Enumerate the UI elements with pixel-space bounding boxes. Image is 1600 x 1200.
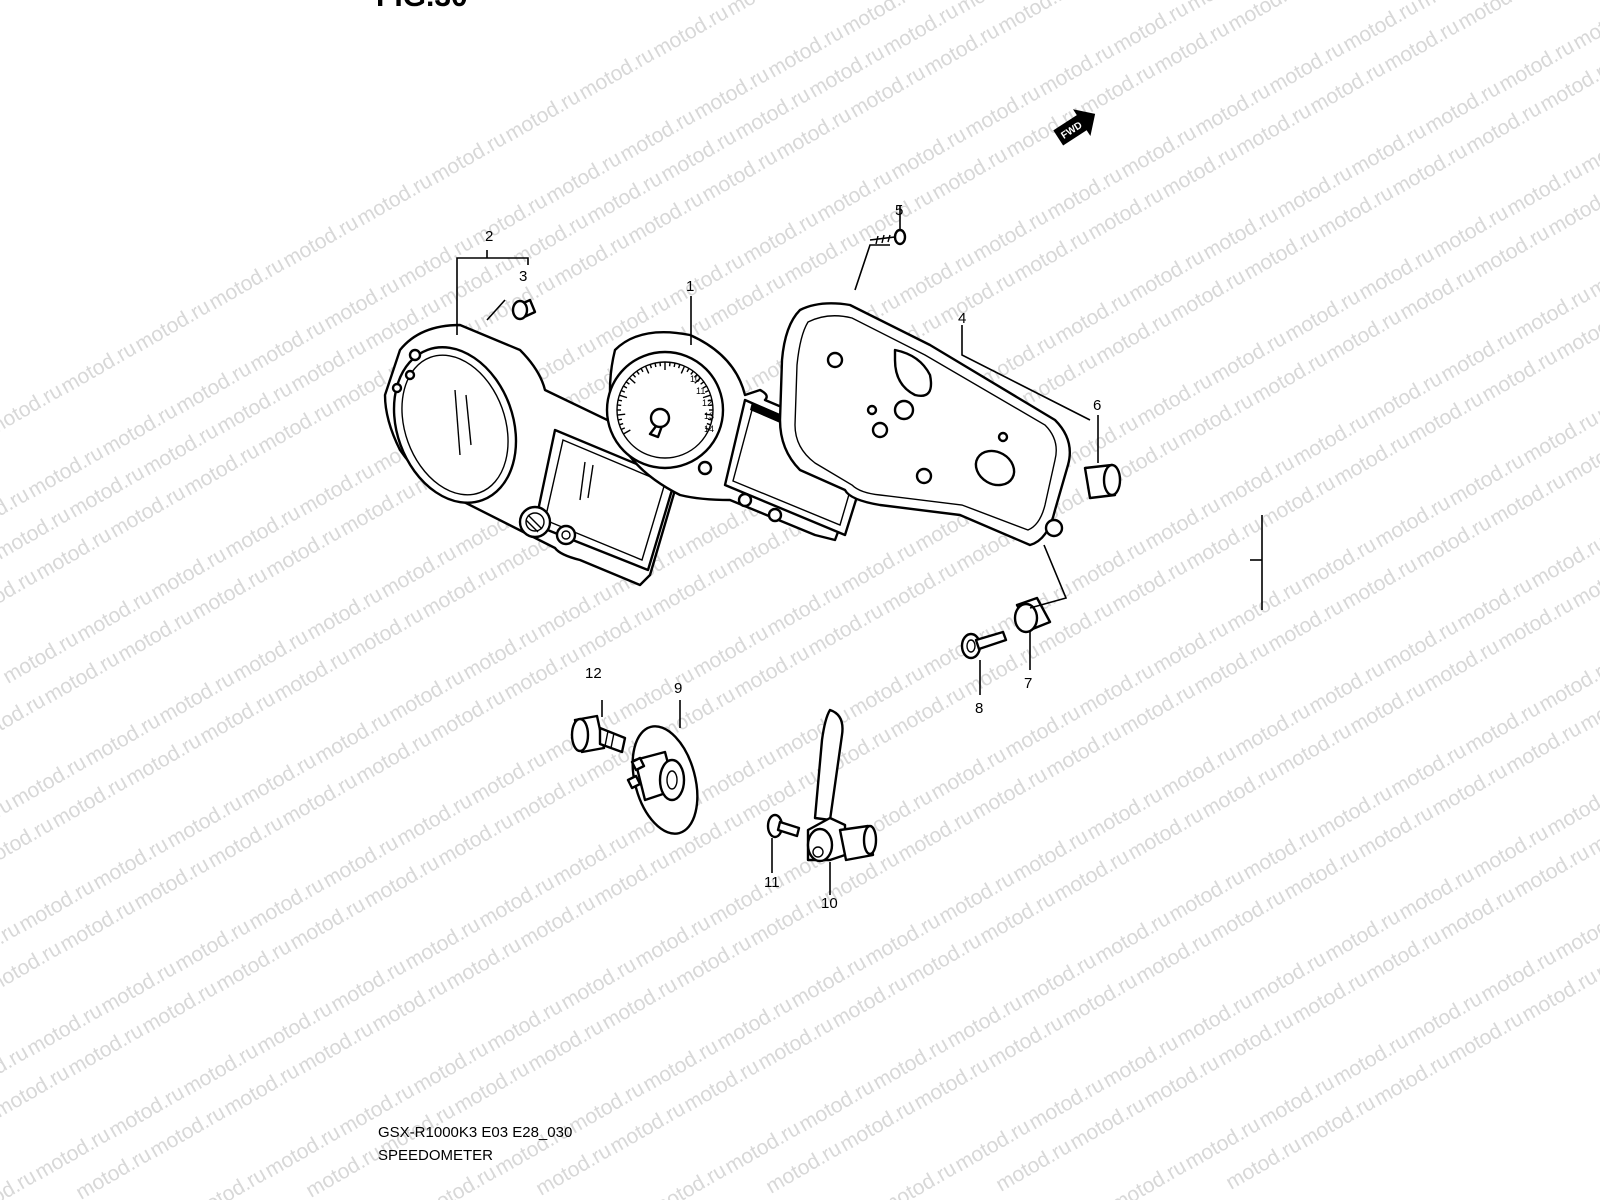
callout-3: 3 (519, 268, 527, 285)
watermark-text: motod.ru (131, 295, 214, 356)
tach-tick (623, 429, 631, 435)
watermark-text: motod.ru (427, 127, 510, 188)
tach-tick (617, 413, 626, 416)
tach-tick (625, 381, 630, 385)
callout-4: 4 (958, 310, 966, 327)
tach-tick (686, 368, 690, 373)
figure-title: FIG.30 (376, 0, 468, 14)
cushion-part-6 (1083, 463, 1122, 500)
leader-lines (456, 206, 1263, 895)
watermark-text: motod.ru (1569, 0, 1600, 54)
watermark-text: motod.ru (0, 379, 66, 440)
tach-tick (623, 385, 628, 389)
tach-tick (704, 389, 710, 393)
svg-text:10: 10 (690, 374, 700, 384)
tach-tick (619, 422, 624, 426)
callout-11: 11 (764, 874, 780, 891)
watermark-text: motod.ru (877, 1157, 960, 1200)
tach-tick (632, 373, 637, 378)
callout-8: 8 (975, 700, 983, 717)
tach-tick (707, 399, 713, 402)
tach-tick (617, 399, 623, 402)
tach-tick (702, 394, 711, 399)
tach-tick (620, 427, 626, 431)
watermark-text: motod.ru (501, 85, 584, 146)
svg-text:14: 14 (704, 424, 714, 434)
callout-10: 10 (821, 895, 838, 912)
tach-tick (690, 370, 694, 375)
watermark-text: motod.ru (1551, 903, 1600, 964)
watermark-text: motod.ru (353, 169, 436, 230)
tachometer-ticks (617, 362, 713, 435)
watermark-text: motod.ru (417, 1161, 500, 1200)
watermark-text: motod.ru (723, 0, 806, 20)
watermark-text: motod.ru (205, 253, 288, 314)
tach-tick (700, 381, 705, 385)
cushion-part-7 (1013, 596, 1052, 634)
watermark-text: motod.ru (57, 337, 140, 398)
watermark-text: motod.ru (1107, 1155, 1190, 1200)
bolt-part-8 (960, 630, 1008, 660)
callout-9: 9 (674, 680, 682, 697)
meter-cover-part-2 (383, 323, 686, 587)
watermark-text: motod.ru (994, 0, 1077, 38)
svg-text:11: 11 (696, 386, 705, 396)
tach-tick (628, 377, 636, 384)
tach-tick (640, 368, 644, 373)
callout-5: 5 (895, 202, 903, 219)
svg-text:13: 13 (704, 411, 714, 421)
tach-tick (654, 362, 657, 368)
callout-7: 7 (1024, 675, 1032, 692)
tach-tick (704, 413, 713, 416)
watermark-text: motod.ru (647, 1159, 730, 1200)
watermark-text: motod.ru (1224, 0, 1307, 36)
watermark-text: motod.ru (0, 565, 41, 626)
lower-case-part-4 (778, 302, 1072, 547)
tach-tick (704, 427, 710, 431)
tach-tick (702, 385, 707, 389)
watermark-text: motod.ru (279, 211, 362, 272)
cushion-part-3 (511, 298, 537, 321)
tach-tick (694, 377, 702, 384)
watermark-text: motod.ru (1543, 779, 1600, 840)
callouts: 1 2 3 4 5 6 7 8 9 10 11 12 (485, 202, 1101, 912)
speed-sensor-part-10 (806, 708, 878, 863)
tach-tick (636, 370, 640, 375)
tach-tick (619, 394, 628, 399)
tach-tick (649, 364, 653, 369)
watermark-text: motod.ru (187, 1163, 270, 1200)
section-name-caption: SPEEDOMETER (378, 1147, 494, 1164)
sensor-rotor-part-9 (626, 725, 699, 835)
tach-tick (673, 362, 676, 368)
tach-tick (706, 422, 711, 426)
tach-tick (677, 364, 681, 369)
watermark-text: motod.ru (0, 813, 57, 874)
tach-tick (644, 365, 650, 374)
watermark-text: motod.ru (1454, 0, 1537, 34)
tach-tick (707, 418, 713, 421)
bolt-part-12 (570, 714, 627, 754)
tach-tick (680, 365, 686, 374)
watermark-text: motod.ru (649, 1, 732, 62)
tach-tick (620, 389, 626, 393)
callout-12: 12 (585, 665, 602, 682)
callout-2: 2 (485, 228, 493, 245)
tach-tick (693, 373, 698, 378)
watermark-text: motod.ru (0, 689, 49, 750)
model-code-caption: GSX-R1000K3 E03 E28_030 (378, 1124, 573, 1141)
watermark-text: motod.ru (0, 937, 65, 998)
bolt-part-11 (766, 813, 801, 839)
watermark-text: motod.ru (575, 43, 658, 104)
callout-6: 6 (1093, 397, 1101, 414)
svg-text:12: 12 (702, 398, 712, 408)
callout-1: 1 (686, 278, 694, 295)
tach-tick (617, 418, 623, 421)
